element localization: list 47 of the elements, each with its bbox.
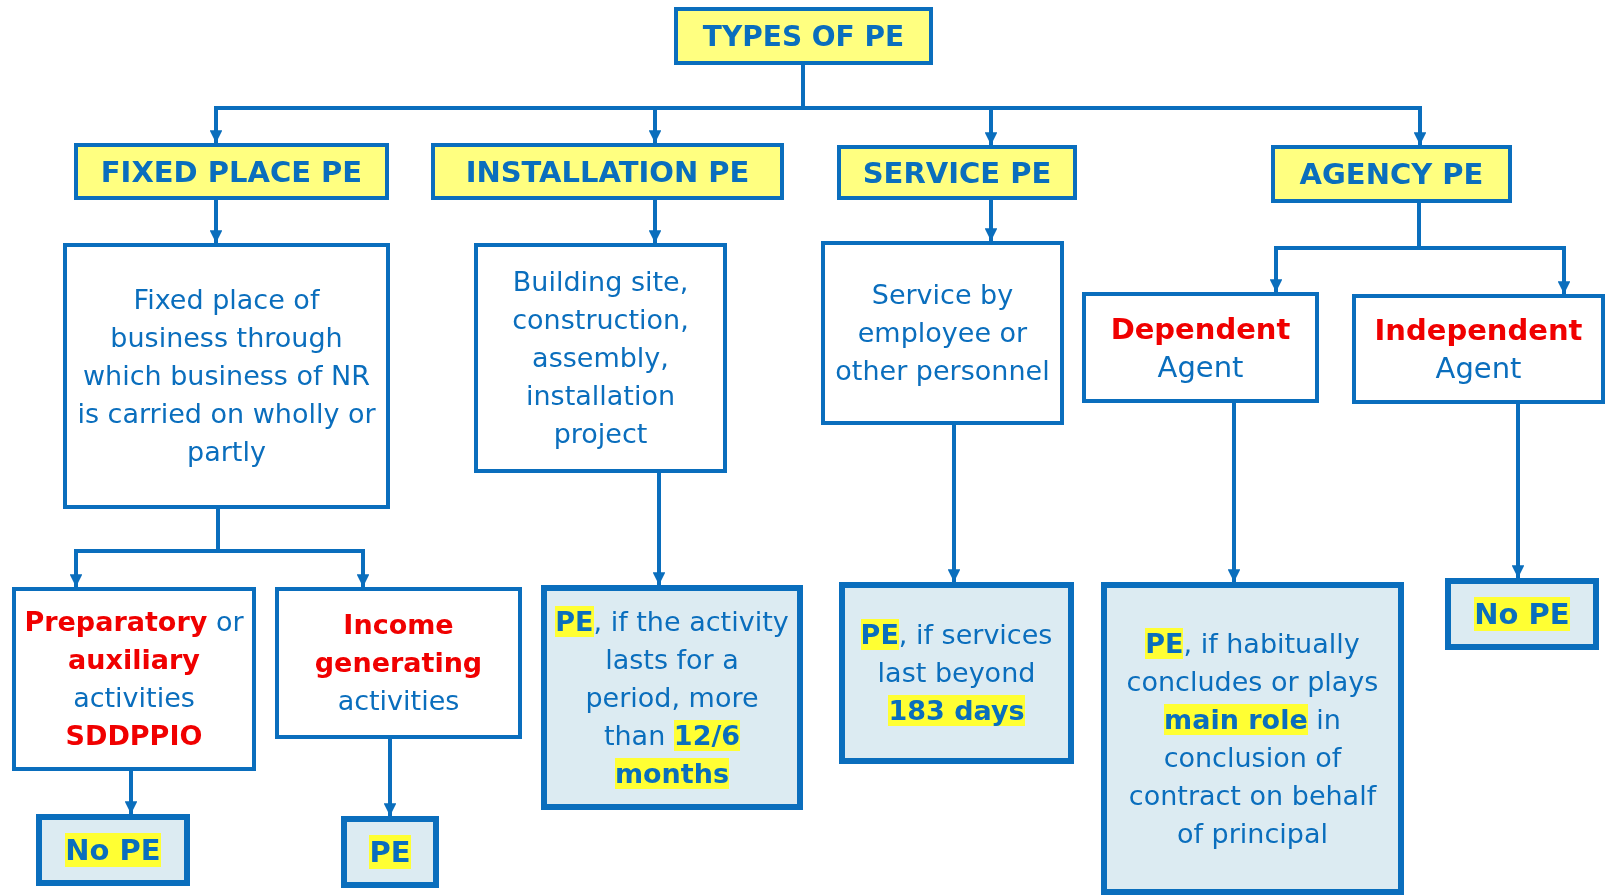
- agent-text: Independent Agent: [1373, 312, 1584, 387]
- heading-text: SERVICE PE: [862, 155, 1052, 190]
- heading-box: [74, 143, 389, 200]
- heading-box: [837, 145, 1077, 200]
- heading-text: TYPES OF PE: [702, 19, 905, 53]
- agent-text: Dependent Agent: [1109, 310, 1292, 386]
- text-box: [12, 587, 256, 771]
- result-text: PE, if habitually concludes or plays main role in conclusion of contract on behalf of principal: [1125, 626, 1380, 851]
- text-box: [821, 241, 1064, 425]
- arrow: [984, 200, 998, 241]
- arrow: [216, 509, 370, 587]
- description-text: Preparatory or auxiliary activities SDDPPIO: [24, 605, 244, 753]
- heading-box: [674, 7, 933, 65]
- arrow: [124, 771, 138, 814]
- arrow: [652, 473, 666, 585]
- text-box: [63, 243, 390, 509]
- text-box: [1082, 292, 1319, 403]
- arrow: [209, 200, 223, 243]
- arrow: [1511, 404, 1525, 578]
- heading-text: AGENCY PE: [1299, 157, 1484, 191]
- heading-box: [1271, 145, 1512, 203]
- arrow: [648, 200, 662, 243]
- description-text: Fixed place of business through which business of NR is carried on wholly or partly: [76, 283, 377, 469]
- arrow: [947, 425, 961, 582]
- heading-box: [431, 143, 784, 200]
- result-text: No PE: [65, 833, 161, 867]
- result-text: PE, if services last beyond 183 days: [859, 618, 1054, 728]
- text-box: [1352, 294, 1605, 404]
- result-box: [1445, 578, 1599, 650]
- result-text: No PE: [1474, 597, 1570, 631]
- result-box: [839, 582, 1074, 764]
- text-box: [474, 243, 727, 473]
- result-box: [1101, 582, 1404, 895]
- result-text: PE, if the activity lasts for a period, more than 12/6 months: [555, 604, 789, 791]
- result-box: [341, 816, 439, 888]
- arrow: [1417, 203, 1571, 294]
- description-text: Building site, construction, assembly, installation project: [511, 265, 690, 451]
- description-text: Income generating activities: [313, 608, 484, 718]
- text-box: [275, 587, 522, 739]
- description-text: Service by employee or other personnel: [834, 278, 1051, 388]
- arrow: [1227, 403, 1241, 582]
- arrow: [383, 739, 397, 816]
- result-text: PE: [369, 835, 411, 869]
- heading-text: FIXED PLACE PE: [100, 154, 363, 189]
- heading-text: INSTALLATION PE: [465, 154, 750, 189]
- result-box: [36, 814, 190, 886]
- result-box: [541, 585, 803, 810]
